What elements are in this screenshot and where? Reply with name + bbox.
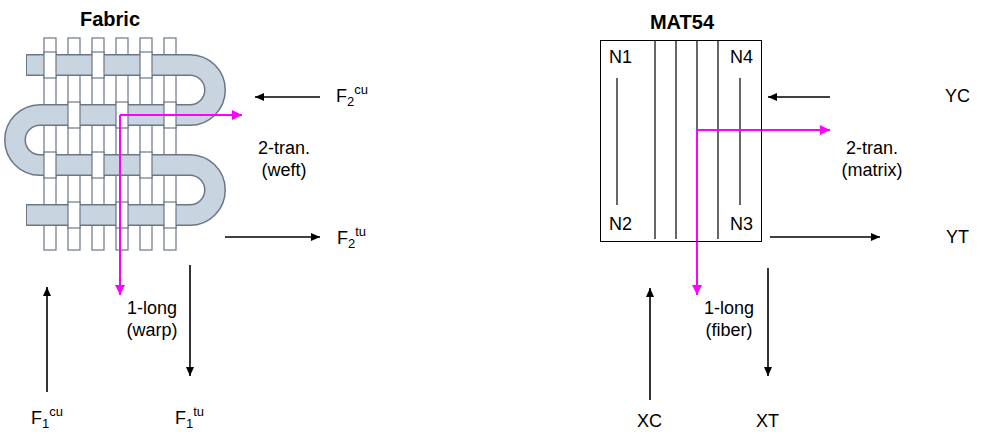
- weave-strand: [140, 52, 152, 78]
- axis-label: 1-long (warp): [111, 298, 193, 341]
- axis-arrows: [120, 115, 830, 295]
- weave-strand: [44, 52, 56, 78]
- force-label: F1cu: [31, 404, 63, 432]
- axis-label: 1-long (fiber): [688, 298, 770, 341]
- force-label: YT: [946, 227, 969, 249]
- force-label: F2cu: [336, 82, 368, 110]
- weave-strand: [15, 65, 215, 215]
- force-label: XC: [637, 411, 662, 433]
- weave-strand: [164, 202, 176, 228]
- weave-strand: [92, 152, 104, 178]
- axis-label: 2-tran. (weft): [243, 138, 325, 181]
- weave-strand: [92, 52, 104, 78]
- force-label: F2tu: [337, 224, 366, 252]
- force-arrows: [47, 97, 880, 400]
- weave-strand: [27, 206, 41, 225]
- fabric-panel: Fabric: [10, 38, 210, 252]
- node-label: N4: [730, 47, 753, 68]
- force-label: YC: [945, 86, 970, 108]
- weave-strand: [26, 54, 40, 76]
- weave-strand: [116, 202, 128, 228]
- mat54-element: MAT54N1N4N2N3: [600, 40, 762, 242]
- panel-title: Fabric: [80, 8, 140, 31]
- weave-strand: [140, 152, 152, 178]
- axis-label: 2-tran. (matrix): [831, 138, 913, 181]
- weave-strand: [15, 65, 215, 215]
- weave-strand: [68, 102, 80, 128]
- weave-strand: [26, 204, 40, 226]
- weave-strand: [68, 202, 80, 228]
- node-label: N2: [609, 214, 632, 235]
- force-label: XT: [756, 411, 779, 433]
- weave-strand: [44, 152, 56, 178]
- panel-title: MAT54: [650, 11, 714, 34]
- force-label: F1tu: [175, 404, 204, 432]
- fiber-lines: [617, 41, 740, 239]
- weave-strand: [27, 56, 41, 75]
- node-label: N3: [730, 214, 753, 235]
- node-label: N1: [609, 47, 632, 68]
